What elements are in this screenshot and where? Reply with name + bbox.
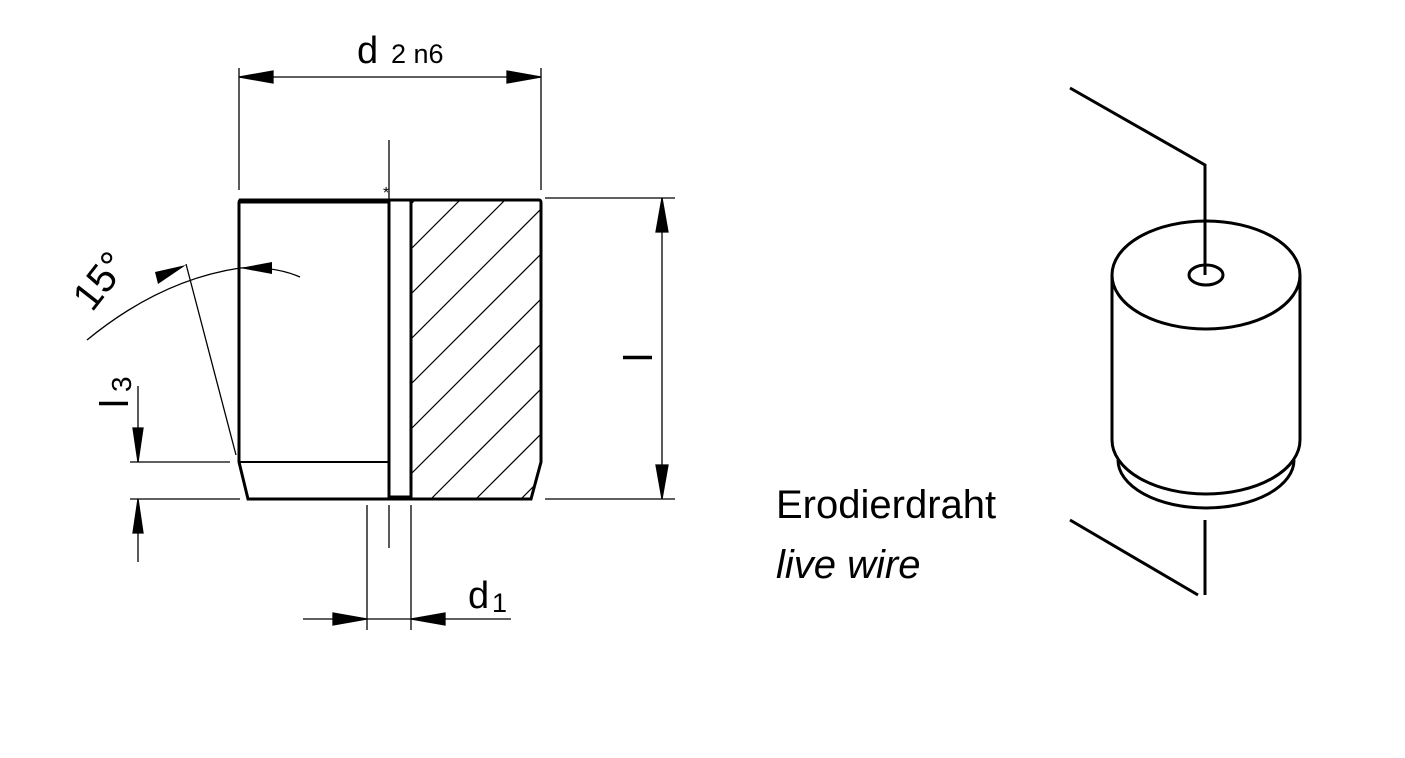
isometric-view [1069, 86, 1302, 597]
dimension-l3 [130, 386, 240, 562]
hatch-line [412, 324, 541, 474]
angle-label: 15° [64, 244, 136, 319]
dim-l3-label: l [93, 399, 137, 408]
dim-l-label: l [617, 353, 661, 362]
wire-hole [1187, 263, 1225, 287]
hatch-line [412, 200, 541, 294]
bottom-edge [1110, 439, 1302, 496]
dim-d2-label: d [357, 30, 378, 72]
dim-d1-subscript: 1 [492, 588, 507, 618]
wire-label-en: live wire [776, 543, 920, 587]
hatch-line [412, 200, 541, 339]
marker-asterisk: * [383, 185, 389, 202]
hatch-line [412, 200, 541, 249]
wire-label-de: Erodierdraht [776, 483, 996, 527]
dim-d2-subscript: 2 n6 [391, 39, 444, 69]
hatch-line [412, 369, 541, 499]
angle-dimension [86, 262, 301, 456]
dimension-l [545, 197, 675, 500]
chamfer-edge [1116, 459, 1296, 510]
hatching [412, 0, 560, 499]
dimension-d2 [238, 68, 542, 190]
dim-l3-subscript: 3 [106, 376, 137, 392]
wire-lower-leader [1069, 518, 1199, 597]
hatch-line [412, 414, 541, 499]
dim-d1-label: d [468, 575, 489, 617]
section-view [237, 0, 560, 501]
hatch-line [412, 0, 560, 23]
wire-upper [1069, 86, 1207, 275]
hatch-line [412, 234, 541, 384]
dimension-d1 [303, 505, 511, 630]
hatch-line [412, 10, 560, 158]
hatch-line [412, 279, 541, 429]
